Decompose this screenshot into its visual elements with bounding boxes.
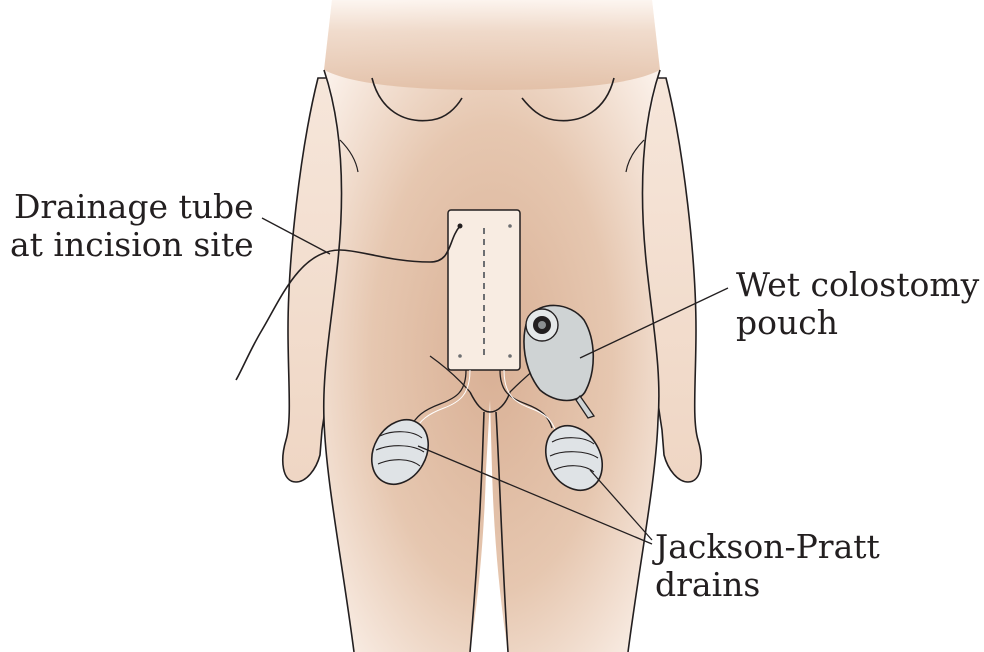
shoulder-fade bbox=[324, 0, 660, 90]
jp-drains-label-line-2: drains bbox=[655, 566, 880, 604]
jp-drains-label-line-1: Jackson-Pratt bbox=[655, 528, 880, 566]
colostomy-pouch-label-line-1: Wet colostomy bbox=[736, 266, 979, 304]
incision-dressing bbox=[448, 210, 520, 370]
colostomy-pouch-label-line-2: pouch bbox=[736, 304, 979, 342]
drainage-tube-label-line-1: Drainage tube bbox=[10, 188, 254, 226]
colostomy-pouch-label: Wet colostomy pouch bbox=[736, 266, 979, 342]
drainage-tube-label: Drainage tube at incision site bbox=[10, 188, 254, 264]
jp-drains-label: Jackson-Pratt drains bbox=[655, 528, 880, 604]
drainage-tube-label-line-2: at incision site bbox=[10, 226, 254, 264]
